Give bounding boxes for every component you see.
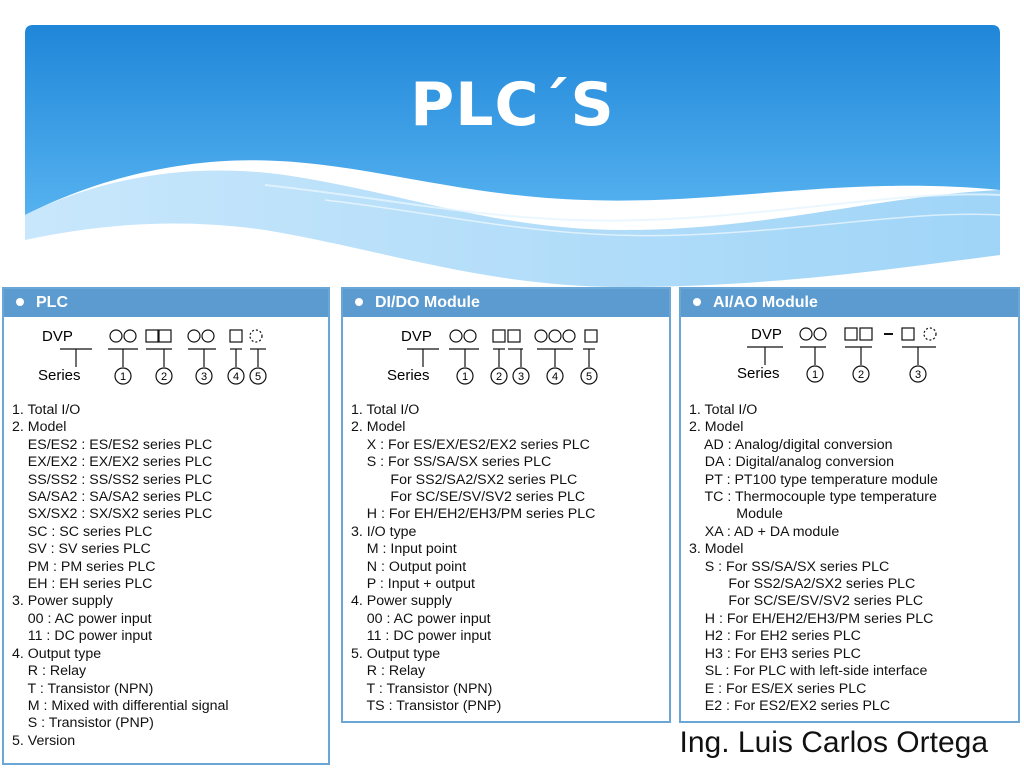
spec-line: EH : EH series PLC: [12, 576, 153, 593]
spec-line: 1. Total I/O: [689, 402, 758, 418]
code-prefix: DVP: [751, 326, 782, 343]
spec-line: P : Input + output: [351, 576, 475, 593]
panel-dido-module: DI/DO Module DVP Series 1 2 3: [341, 287, 671, 723]
spec-line: E2 : For ES2/EX2 series PLC: [689, 697, 891, 714]
bullet-icon: [16, 297, 24, 306]
marker-1: 1: [812, 369, 818, 381]
spec-line: R : Relay: [351, 663, 426, 680]
spec-line: SV : SV series PLC: [12, 541, 151, 558]
spec-line: For SC/SE/SV/SV2 series PLC: [351, 489, 586, 506]
spec-line: For SS2/SA2/SX2 series PLC: [689, 576, 916, 593]
bullet-icon: [355, 297, 363, 306]
spec-line: H : For EH/EH2/EH3/PM series PLC: [351, 506, 596, 523]
marker-4: 4: [233, 371, 239, 383]
spec-line: 00 : AC power input: [351, 610, 491, 627]
marker-5: 5: [255, 371, 261, 383]
series-label: Series: [737, 365, 780, 382]
panel-heading: DI/DO Module: [375, 294, 480, 311]
marker-2: 2: [161, 371, 167, 383]
spec-line: S : Transistor (PNP): [12, 715, 154, 732]
spec-line: 2. Model: [12, 419, 67, 436]
panel-header: DI/DO Module: [343, 289, 669, 317]
spec-line: AD : Analog/digital conversion: [689, 436, 893, 453]
spec-line: R : Relay: [12, 663, 87, 680]
author-credit: Ing. Luis Carlos Ortega: [679, 726, 988, 759]
spec-line: XA : AD + DA module: [689, 523, 840, 540]
marker-3: 3: [915, 369, 921, 381]
spec-line: For SC/SE/SV/SV2 series PLC: [689, 593, 924, 610]
spec-line: PM : PM series PLC: [12, 558, 156, 575]
spec-line: SL : For PLC with left-side interface: [689, 663, 928, 680]
marker-1: 1: [120, 371, 126, 383]
panel-heading: AI/AO Module: [713, 294, 818, 311]
title-banner: [25, 25, 1000, 290]
spec-line: T : Transistor (NPN): [12, 680, 154, 697]
spec-line: H3 : For EH3 series PLC: [689, 645, 861, 662]
code-prefix: DVP: [401, 328, 432, 345]
model-code-diagram: DVP Series 1 2 3: [681, 317, 1018, 402]
spec-line: Module: [689, 506, 783, 523]
spec-line: For SS2/SA2/SX2 series PLC: [351, 471, 578, 488]
slide-title: PLC´S: [410, 70, 615, 140]
spec-line: N : Output point: [351, 558, 467, 575]
spec-line: PT : PT100 type temperature module: [689, 471, 938, 488]
spec-line: TS : Transistor (PNP): [351, 697, 502, 714]
spec-line: E : For ES/EX series PLC: [689, 680, 867, 697]
spec-line: 1. Total I/O: [12, 402, 81, 418]
spec-line: DA : Digital/analog conversion: [689, 454, 895, 471]
spec-line: M : Mixed with differential signal: [12, 697, 229, 714]
marker-5: 5: [586, 371, 592, 383]
model-code-diagram: DVP Series 1 2 3 4 5: [4, 317, 328, 402]
spec-line: H : For EH/EH2/EH3/PM series PLC: [689, 610, 934, 627]
marker-3: 3: [201, 371, 207, 383]
panel-header: PLC: [4, 289, 328, 317]
spec-line: SX/SX2 : SX/SX2 series PLC: [12, 506, 213, 523]
panel-header: AI/AO Module: [681, 289, 1018, 317]
spec-line: 2. Model: [689, 419, 744, 436]
model-code-diagram: DVP Series 1 2 3 4 5: [343, 317, 669, 402]
spec-line: S : For SS/SA/SX series PLC: [351, 454, 552, 471]
code-prefix: DVP: [42, 328, 73, 345]
spec-line: 2. Model: [351, 419, 406, 436]
bullet-icon: [693, 297, 701, 306]
spec-line: 00 : AC power input: [12, 610, 152, 627]
spec-line: S : For SS/SA/SX series PLC: [689, 558, 890, 575]
wave-banner-graphic: [25, 25, 1000, 287]
spec-line: SS/SS2 : SS/SS2 series PLC: [12, 471, 213, 488]
panel-plc: PLC DVP Series 1 2 3: [2, 287, 330, 765]
marker-4: 4: [552, 371, 558, 383]
spec-line: 11 : DC power input: [351, 628, 492, 645]
spec-line: TC : Thermocouple type temperature: [689, 489, 937, 506]
series-label: Series: [387, 367, 430, 384]
spec-line: ES/ES2 : ES/ES2 series PLC: [12, 436, 213, 453]
spec-line: 5. Output type: [351, 645, 441, 662]
spec-line: H2 : For EH2 series PLC: [689, 628, 861, 645]
spec-line: EX/EX2 : EX/EX2 series PLC: [12, 454, 213, 471]
spec-line: SC : SC series PLC: [12, 523, 153, 540]
marker-2: 2: [496, 371, 502, 383]
marker-3: 3: [518, 371, 524, 383]
spec-line: 11 : DC power input: [12, 628, 153, 645]
spec-line: T : Transistor (NPN): [351, 680, 493, 697]
spec-line: 1. Total I/O: [351, 402, 420, 418]
spec-line: 5. Version: [12, 732, 76, 749]
spec-line: 3. I/O type: [351, 523, 417, 540]
panel-aiao-module: AI/AO Module DVP Series 1 2 3: [679, 287, 1020, 723]
marker-2: 2: [858, 369, 864, 381]
spec-line: M : Input point: [351, 541, 457, 558]
panel-heading: PLC: [36, 294, 68, 311]
spec-line: 4. Power supply: [351, 593, 452, 610]
spec-line: 3. Power supply: [12, 593, 113, 610]
spec-line: 3. Model: [689, 541, 744, 558]
spec-line: SA/SA2 : SA/SA2 series PLC: [12, 489, 213, 506]
series-label: Series: [38, 367, 81, 384]
spec-line: X : For ES/EX/ES2/EX2 series PLC: [351, 436, 590, 453]
marker-1: 1: [462, 371, 468, 383]
spec-line: 4. Output type: [12, 645, 102, 662]
